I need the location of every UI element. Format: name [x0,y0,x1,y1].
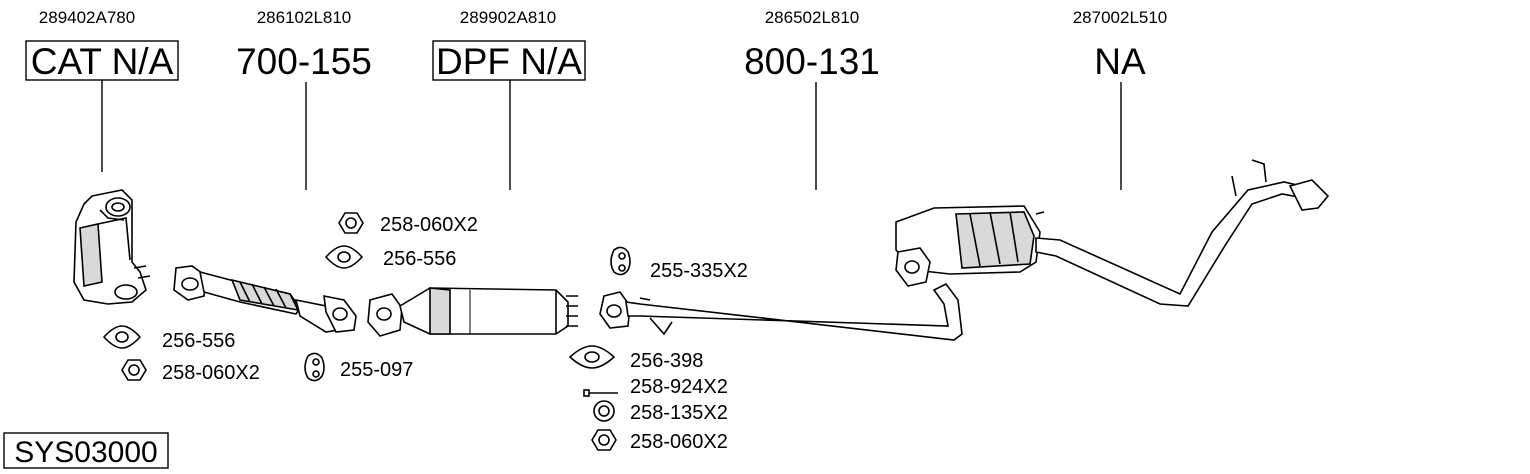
part-code: DPF N/A [436,41,582,82]
accessory-nut-3: 258-060X2 [591,429,728,453]
front-pipe-drawing [173,265,357,333]
accessory-nut-1: 258-060X2 [338,212,478,236]
accessory-washer: 258-135X2 [593,400,728,424]
accessory-label: 256-556 [162,330,235,352]
accessory-label: 255-335X2 [650,260,748,282]
part-rear-silencer-header: 287002L510 NA [1073,8,1168,190]
accessory-nut-2: 258-060X2 [121,359,260,384]
accessory-label: 256-398 [630,350,703,372]
part-front-pipe-header: 286102L810 700-155 [236,8,372,190]
accessory-label: 256-556 [383,248,456,270]
oem-number: 286502L810 [765,8,860,27]
accessory-label: 258-924X2 [630,376,728,398]
accessory-label: 258-060X2 [162,362,260,384]
accessory-mount-1: 255-097 [304,352,413,382]
accessory-label: 258-060X2 [380,214,478,236]
system-code: SYS03000 [14,436,157,469]
catalytic-converter-drawing [73,189,151,305]
part-catalytic-converter-header: 289402A780 CAT N/A [25,8,179,172]
accessory-bolt: 258-924X2 [583,376,728,398]
part-code-box [432,40,586,81]
part-code: CAT N/A [31,41,174,82]
middle-pipe-drawing [599,282,963,341]
part-middle-pipe-header: 286502L810 800-131 [744,8,880,190]
accessory-gasket-3: 256-398 [568,345,703,372]
washer-icon [593,400,615,422]
accessory-gasket-2: 256-556 [102,325,235,352]
rear-silencer-drawing [895,159,1330,307]
part-code: 800-131 [744,41,880,82]
accessory-gasket-1: 256-556 [324,245,456,270]
system-code-box: SYS03000 [3,432,169,469]
bolt-icon [583,389,618,397]
accessory-label: 258-060X2 [630,431,728,453]
oem-number: 287002L510 [1073,8,1168,27]
accessory-label: 258-135X2 [630,402,728,424]
part-dpf-header: 289902A810 DPF N/A [432,8,586,190]
dpf-drawing [367,287,578,337]
oem-number: 289402A780 [39,8,135,27]
accessory-mount-2: 255-335X2 [610,246,748,282]
oem-number: 286102L810 [257,8,352,27]
oem-number: 289902A810 [460,8,556,27]
accessory-label: 255-097 [340,359,413,381]
part-code: NA [1094,41,1146,82]
part-code: 700-155 [236,41,372,82]
